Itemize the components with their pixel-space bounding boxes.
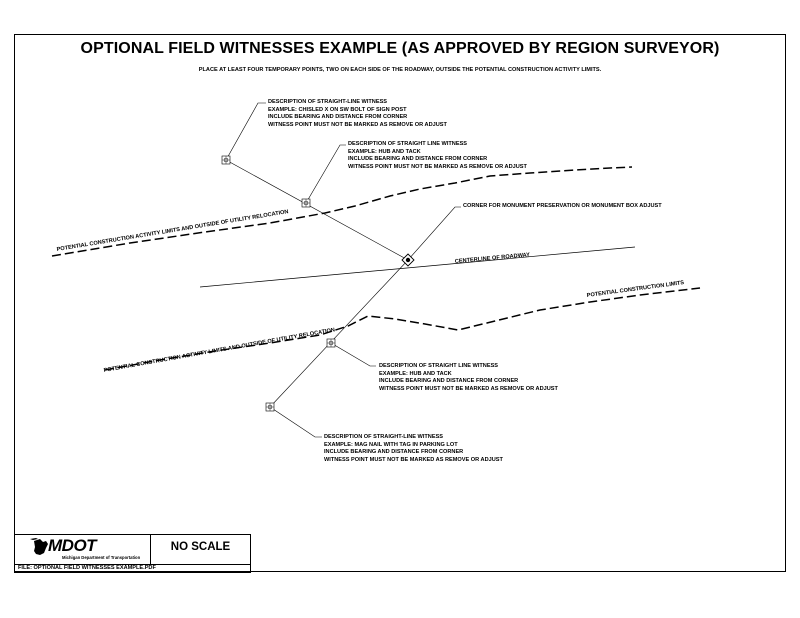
sheet-border	[14, 34, 786, 572]
witness-note-4: DESCRIPTION OF STRAIGHT-LINE WITNESS EXA…	[324, 434, 503, 464]
witness-note-2-line: WITNESS POINT MUST NOT BE MARKED AS REMO…	[348, 163, 527, 170]
mdot-logo: MDOT	[48, 536, 97, 555]
file-name-label: FILE: OPTIONAL FIELD WITNESSES EXAMPLE.P…	[18, 565, 156, 571]
witness-note-3: DESCRIPTION OF STRAIGHT LINE WITNESS EXA…	[379, 363, 558, 393]
upper-construction-limits-line	[51, 166, 633, 257]
witness-note-2-line: EXAMPLE: HUB AND TACK	[348, 148, 421, 155]
witness-note-2-line: INCLUDE BEARING AND DISTANCE FROM CORNER	[348, 156, 488, 163]
witness-note-1: DESCRIPTION OF STRAIGHT-LINE WITNESS EXA…	[268, 99, 447, 129]
witness-note-4-line: EXAMPLE: MAG NAIL WITH TAG IN PARKING LO…	[324, 441, 458, 448]
witness-line-south	[269, 259, 409, 408]
title-block-file-cell	[14, 564, 251, 573]
leader-witness-3	[330, 342, 376, 367]
mdot-tagline: Michigan Department of Transportation	[62, 555, 141, 560]
witness-note-1-line: EXAMPLE: CHISLED X ON SW BOLT OF SIGN PO…	[268, 106, 407, 113]
witness-note-1-line: DESCRIPTION OF STRAIGHT-LINE WITNESS	[268, 99, 388, 105]
witness-note-4-line: INCLUDE BEARING AND DISTANCE FROM CORNER	[324, 449, 464, 456]
witness-note-3-line: INCLUDE BEARING AND DISTANCE FROM CORNER	[379, 378, 519, 385]
witness-note-1-line: WITNESS POINT MUST NOT BE MARKED AS REMO…	[268, 121, 447, 128]
witness-point-1-icon	[221, 155, 231, 165]
centerline-of-roadway	[199, 246, 636, 288]
witness-note-3-line: WITNESS POINT MUST NOT BE MARKED AS REMO…	[379, 385, 558, 392]
witness-note-4-line: DESCRIPTION OF STRAIGHT-LINE WITNESS	[324, 434, 444, 440]
scale-label: NO SCALE	[170, 541, 231, 553]
leader-corner	[407, 206, 461, 261]
witness-note-3-line: DESCRIPTION OF STRAIGHT LINE WITNESS	[379, 363, 499, 369]
witness-note-3-line: EXAMPLE: HUB AND TACK	[379, 370, 452, 377]
witness-line-north	[225, 159, 409, 261]
leader-witness-2	[305, 144, 346, 204]
witness-point-4-icon	[265, 402, 275, 412]
leader-witness-1	[225, 102, 266, 161]
witness-point-3-icon	[326, 338, 336, 348]
instruction-text: PLACE AT LEAST FOUR TEMPORARY POINTS, TW…	[198, 67, 602, 73]
leader-witness-4	[269, 406, 322, 438]
witness-point-2-icon	[301, 198, 311, 208]
witness-note-2: DESCRIPTION OF STRAIGHT LINE WITNESS EXA…	[348, 141, 527, 171]
corner-label: CORNER FOR MONUMENT PRESERVATION OR MONU…	[463, 203, 662, 209]
witness-note-4-line: WITNESS POINT MUST NOT BE MARKED AS REMO…	[324, 456, 503, 463]
corner-monument-icon	[401, 253, 415, 267]
michigan-map-icon	[30, 538, 48, 555]
lower-construction-limits-line	[104, 287, 701, 371]
page-title: OPTIONAL FIELD WITNESSES EXAMPLE (AS APP…	[80, 40, 720, 57]
witness-note-2-line: DESCRIPTION OF STRAIGHT LINE WITNESS	[348, 141, 468, 147]
witness-note-1-line: INCLUDE BEARING AND DISTANCE FROM CORNER	[268, 114, 408, 121]
